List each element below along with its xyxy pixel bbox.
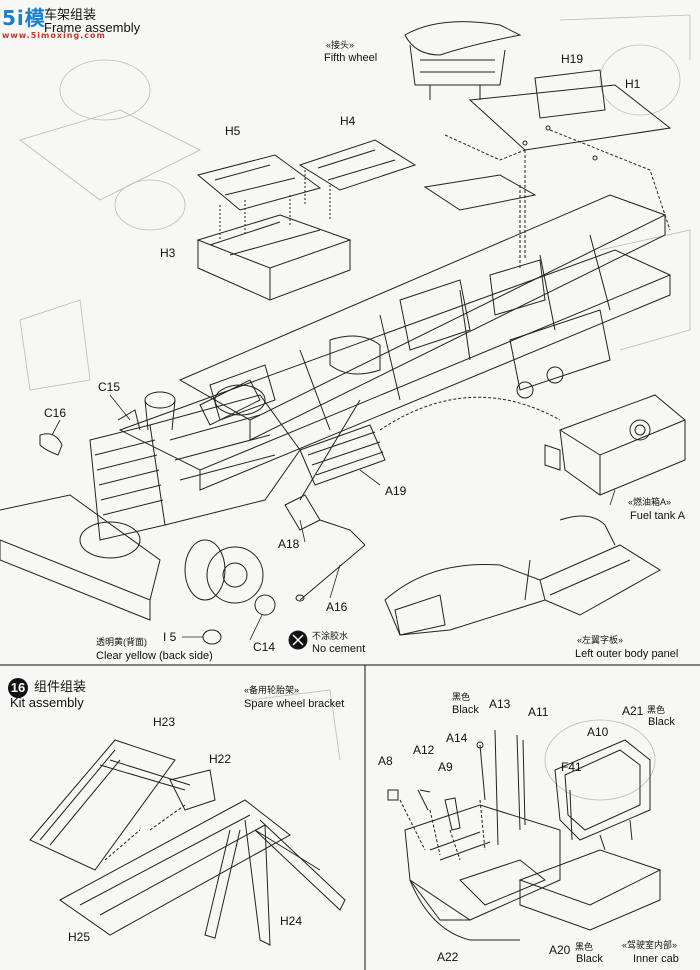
a13-label: A13 <box>489 697 511 711</box>
black-label-cn: 黑色 <box>452 692 471 702</box>
inner-cab-label-cn: «驾驶室内部» <box>622 940 678 950</box>
a16-label: A16 <box>326 600 348 614</box>
watermark-logo: 5i模 www.5imoxing.com <box>2 2 106 40</box>
a22-label: A22 <box>437 950 459 964</box>
engine-assembly <box>0 380 300 620</box>
f41-label: F41 <box>561 760 582 774</box>
body-panel-label-cn: «左翼字板» <box>577 635 624 645</box>
step16-title-cn: 组件组装 <box>34 679 87 694</box>
a14-label: A14 <box>446 731 468 745</box>
c14-label: C14 <box>253 640 276 654</box>
body-panel-label: Left outer body panel <box>575 648 679 660</box>
h4-label: H4 <box>340 114 356 128</box>
fifth-wheel-label: Fifth wheel <box>324 52 378 64</box>
inner-cab-label: Inner cab <box>633 953 679 965</box>
spare-wheel-label-cn: «备用轮胎架» <box>244 685 300 695</box>
step15-title-cn: 车架组装 <box>44 7 97 22</box>
no-cement-label-cn: 不涂胶水 <box>312 631 349 641</box>
no-cement-label: No cement <box>312 643 366 655</box>
inner-cab <box>388 730 660 940</box>
c16-part <box>40 434 62 455</box>
a16-rod <box>300 545 365 600</box>
left-outer-body-panel <box>385 516 660 635</box>
h25-label: H25 <box>68 930 91 944</box>
a18-part <box>285 495 320 530</box>
a20-label: A20 <box>549 943 571 957</box>
c16-label: C16 <box>44 406 67 420</box>
fifth-wheel-part <box>405 22 520 100</box>
chassis-frame <box>120 195 670 490</box>
a21-label: A21 <box>622 704 644 718</box>
a21-label-cn: 黑色 <box>647 705 666 715</box>
c15-label: C15 <box>98 380 121 394</box>
fuel-tank-label-cn: «燃油箱A» <box>628 497 672 507</box>
spare-wheel-label: Spare wheel bracket <box>244 698 345 710</box>
a18-label: A18 <box>278 537 300 551</box>
h3-battery-box <box>198 170 350 300</box>
a19-part <box>300 425 385 485</box>
h5-tray <box>198 155 320 210</box>
h5-label: H5 <box>225 124 241 138</box>
h22-label: H22 <box>209 752 232 766</box>
a19-label: A19 <box>385 484 407 498</box>
h19-label: H19 <box>561 52 584 66</box>
fifth-wheel-label-cn: «接头» <box>326 40 355 50</box>
a12-label: A12 <box>413 743 435 757</box>
clear-yellow-label-cn: 透明黄(背面) <box>96 637 147 647</box>
h24-label: H24 <box>280 914 303 928</box>
clear-yellow-label: Clear yellow (back side) <box>96 650 213 662</box>
h23-label: H23 <box>153 715 176 729</box>
fuel-tank-label: Fuel tank A <box>630 510 686 522</box>
a10-label: A10 <box>587 725 609 739</box>
c14-lamp <box>255 595 275 615</box>
watermark-url: www.5imoxing.com <box>2 31 106 40</box>
fuel-tank-a <box>380 395 685 495</box>
watermark-text: 5i模 <box>2 6 46 30</box>
h1-plate <box>470 70 670 160</box>
black-label: Black <box>452 704 479 716</box>
spare-wheel-bracket <box>30 740 345 945</box>
h3-label: H3 <box>160 246 176 260</box>
a8-label: A8 <box>378 754 393 768</box>
i5-lens <box>203 630 221 644</box>
step15-title-en: Frame assembly <box>44 20 141 35</box>
h4-tray <box>300 140 415 190</box>
a21-color-label: Black <box>648 716 675 728</box>
a11-label: A11 <box>528 705 549 719</box>
a9-label: A9 <box>438 760 453 774</box>
a20-label-cn: 黑色 <box>575 942 594 952</box>
h1-label: H1 <box>625 77 641 91</box>
i5-label: I 5 <box>163 630 177 644</box>
step16-title-en: Kit assembly <box>10 695 84 710</box>
a20-color-label: Black <box>576 953 603 965</box>
step16-number-badge: 16 <box>8 678 28 698</box>
